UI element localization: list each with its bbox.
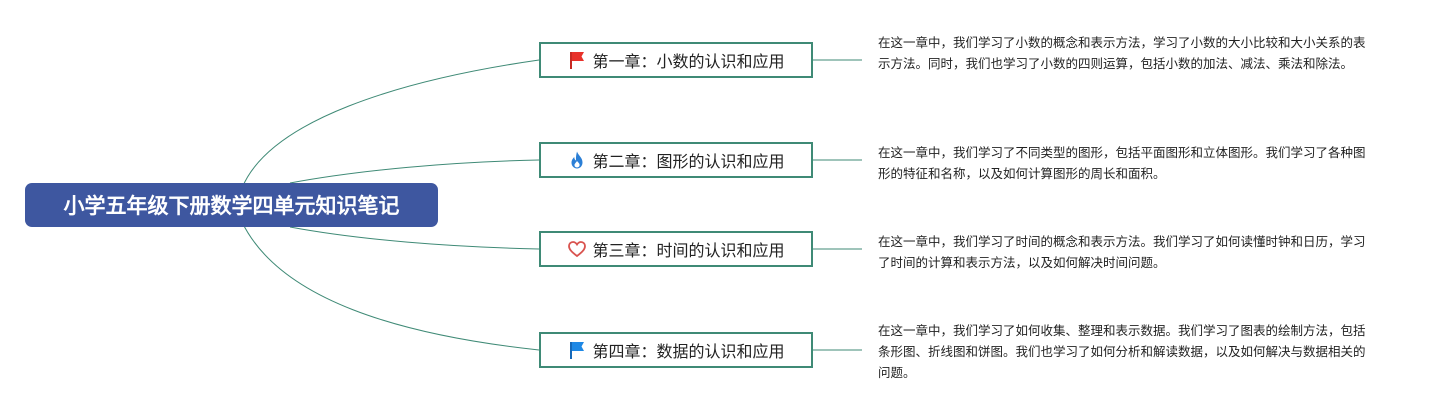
connector-root-chapter-3	[289, 226, 540, 250]
chapter-2-label: 第二章：图形的认识和应用	[592, 152, 785, 171]
blue-flag-icon	[567, 340, 587, 360]
fire-icon	[567, 150, 587, 170]
chapter-2-topic[interactable]: 第二章：图形的认识和应用	[539, 142, 813, 178]
red-flag-icon	[567, 50, 587, 70]
chapter-3-note: 在这一章中，我们学习了时间的概念和表示方法。我们学习了如何读懂时钟和日历，学习了…	[878, 234, 1366, 270]
chapter-1-topic[interactable]: 第一章：小数的认识和应用	[539, 42, 813, 78]
connector-root-chapter-1	[241, 59, 540, 189]
chapter-4-label: 第四章：数据的认识和应用	[592, 342, 785, 361]
chapter-2-note: 在这一章中，我们学习了不同类型的图形，包括平面图形和立体图形。我们学习了各种图形…	[878, 145, 1366, 181]
chapter-4-note: 在这一章中，我们学习了如何收集、整理和表示数据。我们学习了图表的绘制方法，包括条…	[878, 323, 1366, 380]
chapter-1-note: 在这一章中，我们学习了小数的概念和表示方法，学习了小数的大小比较和大小关系的表示…	[878, 35, 1366, 71]
chapter-1-label: 第一章：小数的认识和应用	[592, 52, 785, 71]
chapter-3-label: 第三章：时间的认识和应用	[592, 241, 785, 260]
chapter-4-topic[interactable]: 第四章：数据的认识和应用	[539, 332, 813, 368]
heart-icon	[567, 239, 587, 259]
root-topic[interactable]: 小学五年级下册数学四单元知识笔记	[25, 183, 438, 227]
chapter-3-topic[interactable]: 第三章：时间的认识和应用	[539, 231, 813, 267]
connector-root-chapter-4	[241, 221, 540, 351]
root-topic-label: 小学五年级下册数学四单元知识笔记	[63, 194, 400, 218]
connector-root-chapter-2	[289, 159, 540, 184]
